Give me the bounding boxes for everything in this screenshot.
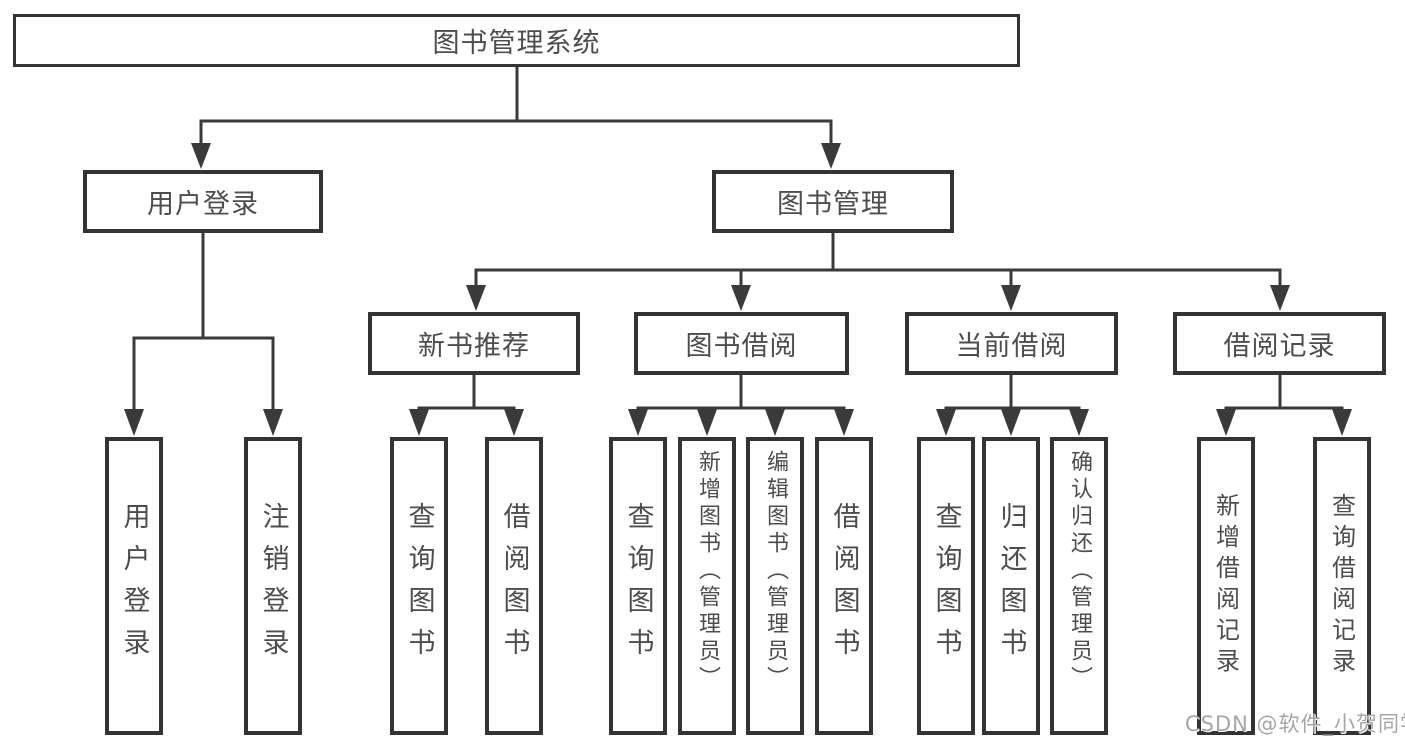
node-borrowing-records: 借阅记录 [1173,312,1386,375]
leaf-label: 注销登录 [257,502,289,670]
arrowheads [124,143,1352,436]
connector-path-user-login [132,232,275,412]
node-library-management-system: 图书管理系统 [13,14,1020,67]
leaf-label: 查询图书 [403,502,435,670]
leaf-edit-book-admin: 编辑图书（管理员） [746,437,804,735]
leaf-add-borrow-record: 新增借阅记录 [1197,437,1255,735]
leaf-confirm-return-admin: 确认归还（管理员） [1050,437,1108,735]
leaf-label: 查询图书 [622,502,654,670]
leaf-label: 确认归还（管理员） [1067,450,1092,693]
leaf-query-books-2: 查询图书 [609,437,667,735]
leaf-borrow-books-2: 借阅图书 [815,437,873,735]
node-label: 图书借阅 [685,331,798,362]
leaf-label: 借阅图书 [828,502,860,670]
node-label: 图书管理 [777,189,889,220]
node-label: 图书管理系统 [432,28,601,59]
leaf-label: 用户登录 [118,502,150,670]
connector-path-book-mgmt [474,232,1282,288]
node-current-borrowing: 当前借阅 [905,312,1118,375]
node-label: 用户登录 [147,189,259,220]
node-book-management: 图书管理 [712,170,954,233]
watermark: CSDN @软件_小贺同学 [1185,712,1405,736]
leaf-borrow-books-1: 借阅图书 [485,437,543,735]
node-new-book-recommendation: 新书推荐 [368,312,580,375]
node-label: 借阅记录 [1223,331,1336,362]
leaf-label: 编辑图书（管理员） [763,450,788,693]
leaf-add-book-admin: 新增图书（管理员） [678,437,736,735]
node-user-login-branch: 用户登录 [83,170,323,233]
leaf-label: 新增借阅记录 [1211,493,1240,679]
leaf-label: 查询借阅记录 [1327,493,1356,679]
leaf-return-books: 归还图书 [982,437,1040,735]
node-book-borrowing: 图书借阅 [634,312,849,375]
leaf-logout: 注销登录 [244,437,302,735]
connector-path-root [199,66,833,146]
connector-path-sections [417,374,1344,413]
leaf-query-books-3: 查询图书 [917,437,975,735]
leaf-user-login: 用户登录 [105,437,163,735]
leaf-label: 借阅图书 [498,502,530,670]
node-label: 当前借阅 [955,331,1068,362]
node-label: 新书推荐 [418,331,530,362]
leaf-label: 查询图书 [930,502,962,670]
leaf-label: 归还图书 [995,502,1027,670]
leaf-query-books-1: 查询图书 [390,437,448,735]
leaf-query-borrow-record: 查询借阅记录 [1313,437,1371,735]
leaf-label: 新增图书（管理员） [695,450,720,693]
